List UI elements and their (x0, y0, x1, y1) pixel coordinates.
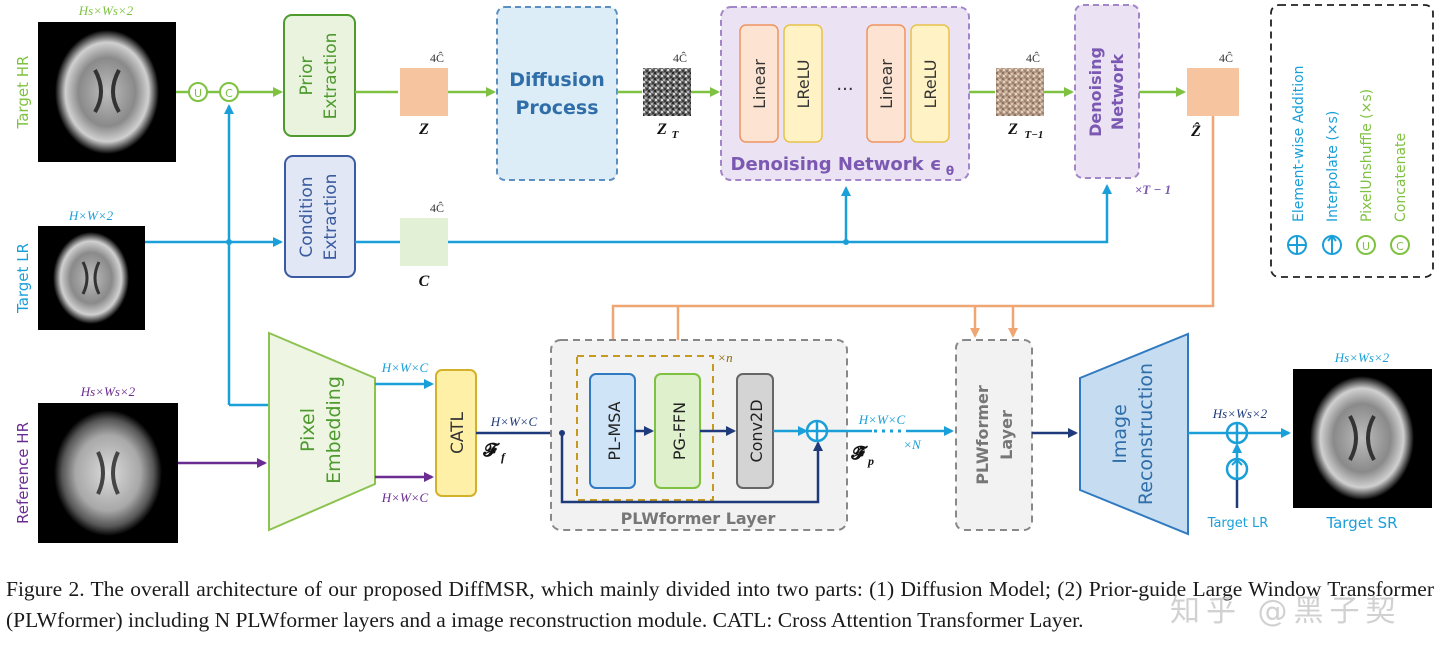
hwc-fp-label: H×W×C (858, 412, 906, 427)
svg-text:U: U (1362, 240, 1370, 253)
svg-text:···: ··· (836, 79, 853, 100)
catl-block: CATL (435, 369, 477, 497)
z-hat-feature: 4Ĉ Ẑ (1187, 51, 1239, 140)
f-p-sub: p (867, 454, 874, 468)
hwc-top-label: H×W×C (381, 360, 429, 375)
target-lr-image (38, 226, 145, 330)
svg-text:×n: ×n (717, 350, 732, 365)
denoising-network-block: Linear LReLU ··· Linear LReLU Denoising … (720, 6, 970, 181)
legend-interpolate-label: Interpolate (×s) (1325, 111, 1341, 222)
residual-addition-op (805, 419, 829, 443)
svg-text:Conv2D: Conv2D (747, 399, 766, 462)
diffusion-process-block: Diffusion Process (496, 6, 618, 181)
legend-concatenate-icon: C (1390, 235, 1410, 255)
legend-interpolate-icon (1322, 234, 1342, 255)
svg-text:Extraction: Extraction (321, 174, 341, 261)
z-t-feature: 4Ĉ Z T (643, 51, 691, 141)
svg-text:PL-MSA: PL-MSA (605, 401, 624, 460)
legend-addition-label: Element-wise Addition (1291, 65, 1307, 222)
plwformer-layer-detail: ×n PL-MSA PG-FFN Conv2D PLWformer Layer (550, 339, 848, 531)
svg-text:LReLU: LReLU (794, 60, 813, 109)
svg-text:Prior: Prior (297, 56, 317, 95)
svg-text:4Ĉ: 4Ĉ (1026, 51, 1040, 65)
target-hr-label: Target HR (14, 56, 32, 130)
svg-text:Denoising: Denoising (1086, 47, 1105, 137)
legend-addition-icon (1287, 235, 1307, 255)
svg-text:Pixel: Pixel (297, 408, 319, 452)
svg-text:Z: Z (1007, 121, 1018, 138)
f-p-label: 𝓕̂ (850, 443, 868, 463)
svg-text:PLWformer Layer: PLWformer Layer (621, 509, 776, 528)
condition-extraction-block: Condition Extraction (284, 155, 356, 278)
svg-text:C: C (225, 87, 233, 100)
svg-text:Linear: Linear (877, 59, 896, 109)
pixel-embedding-block: Pixel Embedding (268, 331, 376, 532)
legend-pixelunshuffle-label: PixelUnshuffle (×s) (1359, 89, 1375, 222)
concatenate-op: C (219, 82, 239, 102)
svg-text:θ: θ (946, 164, 954, 178)
svg-text:Process: Process (515, 97, 598, 119)
svg-text:C: C (1396, 240, 1404, 253)
target-lr-dim: H×W×2 (68, 208, 114, 223)
z-t-minus-1-feature: 4Ĉ Z T−1 (996, 51, 1044, 141)
svg-text:U: U (194, 87, 202, 100)
target-sr-image (1293, 369, 1432, 508)
c-feature: 4Ĉ C (400, 201, 448, 290)
svg-text:Z: Z (656, 121, 667, 138)
denoising-network-small-block: Denoising Network (1074, 4, 1140, 179)
legend-concatenate-label: Concatenate (1393, 133, 1409, 222)
svg-text:Condition: Condition (297, 176, 317, 257)
target-sr-dim: Hs×Ws×2 (1334, 350, 1390, 365)
f-f-sub: f (501, 450, 506, 464)
svg-text:PG-FFN: PG-FFN (670, 402, 689, 460)
prior-extraction-block: Prior Extraction (283, 14, 356, 137)
svg-text:Diffusion: Diffusion (509, 69, 605, 91)
z-feature: 4Ĉ Z (400, 51, 448, 138)
target-lr-small-label: Target LR (1207, 516, 1269, 531)
legend-pixelunshuffle-icon: U (1356, 235, 1376, 255)
times-n-capital: ×N (903, 437, 922, 452)
pixelunshuffle-op: U (188, 82, 208, 102)
svg-text:Network: Network (1108, 54, 1127, 131)
svg-text:Z: Z (418, 121, 429, 138)
svg-text:4Ĉ: 4Ĉ (1219, 51, 1233, 65)
svg-text:Embedding: Embedding (323, 376, 345, 484)
svg-text:4Ĉ: 4Ĉ (430, 201, 444, 215)
hwc-catl-label: H×W×C (490, 414, 538, 429)
svg-text:4Ĉ: 4Ĉ (430, 51, 444, 65)
svg-text:Extraction: Extraction (321, 33, 341, 120)
interpolate-op (1225, 457, 1249, 481)
watermark: 知乎 @黑子契 (1170, 594, 1402, 629)
plwformer-layer-block: PLWformer Layer (955, 339, 1033, 531)
target-hr-dim: Hs×Ws×2 (78, 3, 134, 18)
svg-text:CATL: CATL (448, 411, 468, 454)
target-hr-image (38, 22, 176, 162)
output-addition-op (1225, 421, 1249, 445)
svg-text:4Ĉ: 4Ĉ (673, 51, 687, 65)
svg-text:Layer: Layer (997, 410, 1016, 460)
architecture-diagram: Hs×Ws×2 Target HR H×W×2 Target LR Hs×Ws×… (14, 3, 1434, 543)
svg-text:LReLU: LReLU (921, 60, 940, 109)
svg-text:C: C (419, 273, 430, 290)
times-t-minus-1: ×T − 1 (1135, 182, 1171, 197)
svg-text:Linear: Linear (750, 59, 769, 109)
svg-text:T−1: T−1 (1025, 129, 1044, 141)
legend: Element-wise Addition Interpolate (×s) U… (1270, 4, 1434, 278)
hwc-bottom-label: H×W×C (381, 490, 429, 505)
svg-text:Denoising Network ϵ: Denoising Network ϵ (731, 154, 942, 175)
svg-text:Ẑ: Ẑ (1190, 121, 1201, 140)
svg-text:PLWformer: PLWformer (973, 385, 992, 485)
svg-text:Image: Image (1109, 404, 1131, 464)
target-lr-label: Target LR (14, 243, 32, 314)
reference-hr-image (38, 403, 178, 543)
target-sr-label: Target SR (1325, 514, 1397, 532)
image-reconstruction-block: Image Reconstruction (1079, 332, 1189, 536)
svg-text:T: T (672, 129, 680, 141)
output-dim-label: Hs×Ws×2 (1212, 406, 1268, 421)
reference-hr-label: Reference HR (14, 422, 32, 524)
svg-text:Reconstruction: Reconstruction (1135, 363, 1157, 505)
figure-caption: Figure 2. The overall architecture of ou… (6, 577, 1434, 632)
f-f-label: 𝓕 (482, 440, 500, 460)
reference-hr-dim: Hs×Ws×2 (80, 384, 136, 399)
